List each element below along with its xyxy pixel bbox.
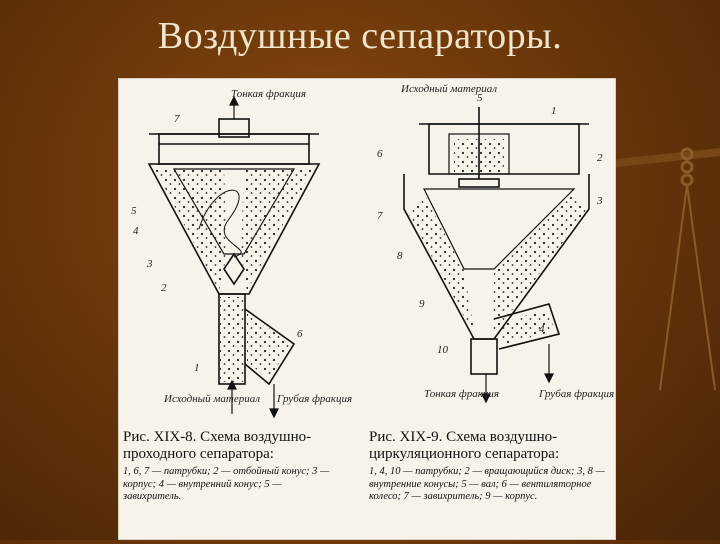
separator-figures: Тонкая фракция 7 5 4 3 2 1 6 Исходный ма… <box>118 78 616 540</box>
right-label-fine: Тонкая фракция <box>424 388 499 400</box>
separator-diagrams: Тонкая фракция 7 5 4 3 2 1 6 Исходный ма… <box>131 83 614 419</box>
right-num-1: 1 <box>551 105 557 117</box>
right-label-coarse: Грубая фракция <box>538 388 614 400</box>
right-num-4: 4 <box>539 323 545 335</box>
right-particles <box>407 139 586 345</box>
left-num-5: 5 <box>131 205 137 217</box>
right-label-input: Исходный материал <box>400 83 497 95</box>
right-caption: Рис. XIX-9. Схема воздушно-циркуляционно… <box>369 429 609 504</box>
left-num-4: 4 <box>133 225 139 237</box>
right-num-7: 7 <box>377 210 383 222</box>
left-num-3: 3 <box>146 258 153 270</box>
right-num-2: 2 <box>597 152 603 164</box>
right-num-6: 6 <box>377 148 383 160</box>
left-num-7: 7 <box>174 113 180 125</box>
right-arrows <box>481 344 554 404</box>
left-arrows <box>227 95 279 419</box>
left-num-2: 2 <box>161 282 167 294</box>
right-num-3: 3 <box>596 195 603 207</box>
left-label-input: Исходный материал <box>163 393 260 405</box>
left-label-fine: Тонкая фракция <box>231 88 306 100</box>
right-num-8: 8 <box>397 250 403 262</box>
right-num-10: 10 <box>437 344 449 356</box>
left-particles <box>154 167 314 382</box>
left-caption-title: Рис. XIX-8. Схема воздушно-проходного се… <box>123 429 312 462</box>
slide-title: Воздушные сепараторы. <box>157 15 563 57</box>
left-num-1: 1 <box>194 362 200 374</box>
right-caption-body: 1, 4, 10 — патрубки; 2 — вращающийся дис… <box>369 466 605 502</box>
balance-scale-decoration <box>590 147 720 391</box>
right-num-9: 9 <box>419 298 425 310</box>
right-separator-drawing <box>403 107 590 375</box>
right-caption-title: Рис. XIX-9. Схема воздушно-циркуляционно… <box>369 429 560 462</box>
left-caption-body: 1, 6, 7 — патрубки; 2 — отбойный конус; … <box>123 466 330 502</box>
right-num-5: 5 <box>477 92 483 104</box>
left-num-6: 6 <box>297 328 303 340</box>
left-label-coarse: Грубая фракция <box>276 393 352 405</box>
left-caption: Рис. XIX-8. Схема воздушно-проходного се… <box>123 429 333 504</box>
